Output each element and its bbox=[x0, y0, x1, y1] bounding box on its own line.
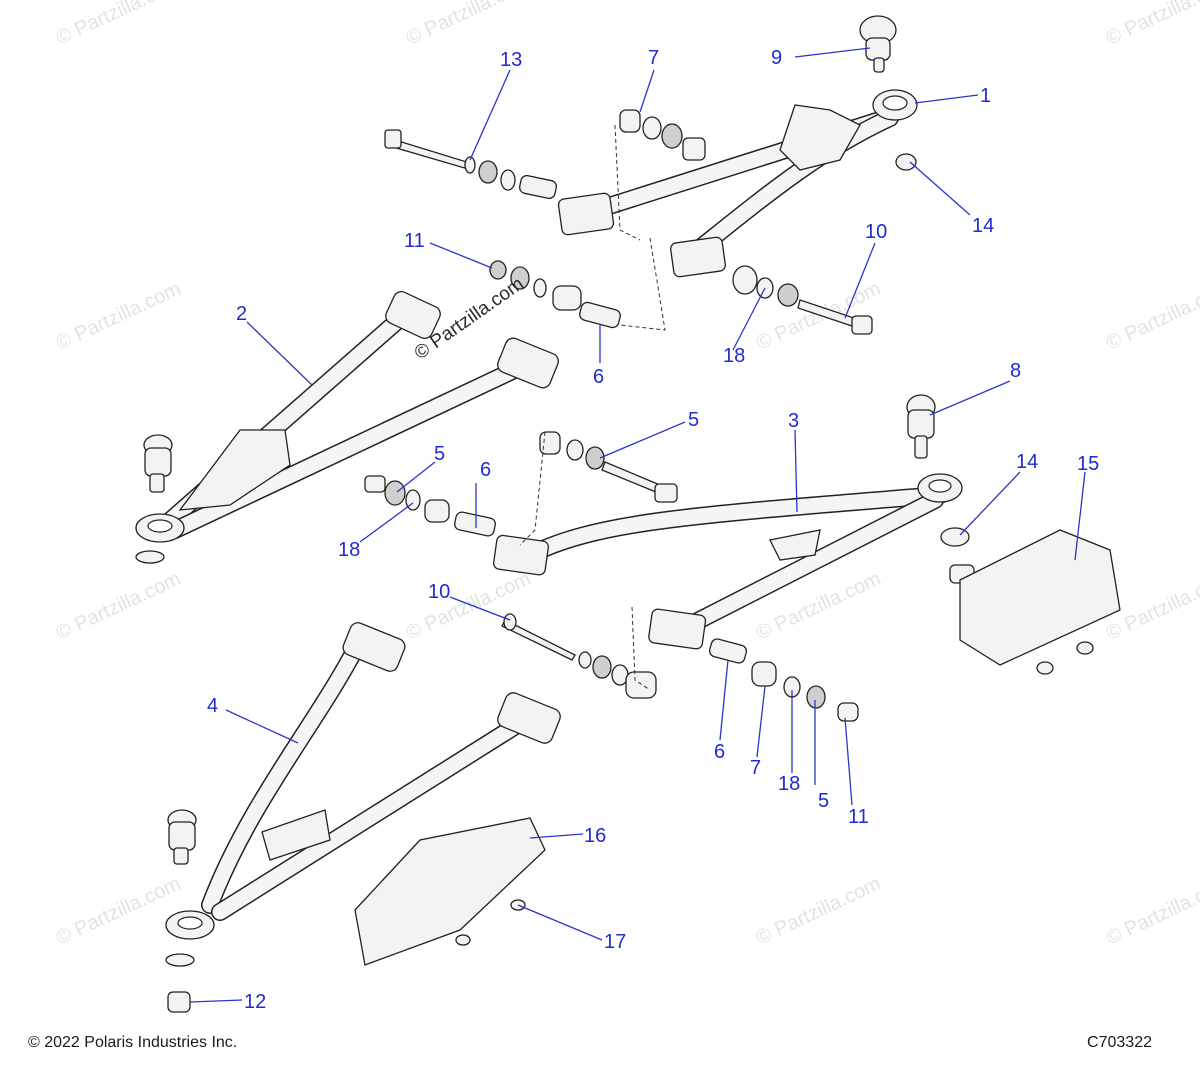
hardware-lower-right bbox=[364, 394, 1121, 722]
diagram-code: C703322 bbox=[1087, 1034, 1152, 1051]
watermark-tile: © Partzilla.com bbox=[1103, 0, 1200, 50]
callout-9: 9 bbox=[771, 47, 782, 69]
copyright-text: © 2022 Polaris Industries Inc. bbox=[28, 1034, 238, 1051]
a-arm-upper-right bbox=[557, 89, 918, 278]
callout-labels: 1 2 3 4 5 5 5 6 6 6 7 7 8 9 10 10 11 11 … bbox=[207, 47, 1099, 1013]
callout-18-a: 18 bbox=[723, 345, 745, 367]
callout-5-b: 5 bbox=[434, 443, 445, 465]
callout-6-c: 6 bbox=[714, 741, 725, 763]
callout-11-a: 11 bbox=[404, 230, 425, 252]
callout-15: 15 bbox=[1077, 453, 1099, 475]
watermark-tile: © Partzilla.com bbox=[403, 0, 534, 50]
callout-18-b: 18 bbox=[338, 539, 360, 561]
watermark-tile: © Partzilla.com bbox=[1103, 278, 1200, 355]
callout-4: 4 bbox=[207, 695, 218, 717]
watermark-tile: © Partzilla.com bbox=[53, 278, 184, 355]
callout-5-c: 5 bbox=[818, 790, 829, 812]
a-arm-lower-right bbox=[493, 473, 963, 650]
callout-10-a: 10 bbox=[865, 221, 887, 243]
a-arm-lower-left bbox=[165, 622, 561, 1013]
callout-7-a: 7 bbox=[648, 47, 659, 69]
callout-10-b: 10 bbox=[428, 581, 450, 603]
watermark-tile: © Partzilla.com bbox=[753, 873, 884, 950]
callout-6-a: 6 bbox=[593, 366, 604, 388]
callout-12: 12 bbox=[244, 991, 266, 1013]
watermark-tile: © Partzilla.com bbox=[53, 873, 184, 950]
hardware-upper-right bbox=[384, 15, 917, 335]
callout-14-a: 14 bbox=[972, 215, 994, 237]
callout-3: 3 bbox=[788, 410, 799, 432]
a-arm-upper-left bbox=[135, 291, 559, 564]
watermark-tile: © Partzilla.com bbox=[403, 568, 534, 645]
watermark-tile: © Partzilla.com bbox=[53, 568, 184, 645]
callout-6-b: 6 bbox=[480, 459, 491, 481]
callout-14-b: 14 bbox=[1016, 451, 1038, 473]
callout-5-a: 5 bbox=[688, 409, 699, 431]
callout-13: 13 bbox=[500, 49, 522, 71]
callout-1: 1 bbox=[980, 85, 991, 107]
callout-11-b: 11 bbox=[848, 806, 869, 828]
callout-16: 16 bbox=[584, 825, 606, 847]
callout-7-b: 7 bbox=[750, 757, 761, 779]
hardware-upper-left bbox=[489, 260, 621, 329]
watermark-tile: © Partzilla.com bbox=[1103, 873, 1200, 950]
callout-2: 2 bbox=[236, 303, 247, 325]
leader-lines bbox=[189, 47, 1086, 1003]
watermark-tile: © Partzilla.com bbox=[53, 0, 184, 50]
callout-18-c: 18 bbox=[778, 773, 800, 795]
callout-17: 17 bbox=[604, 931, 626, 953]
callout-8: 8 bbox=[1010, 360, 1021, 382]
